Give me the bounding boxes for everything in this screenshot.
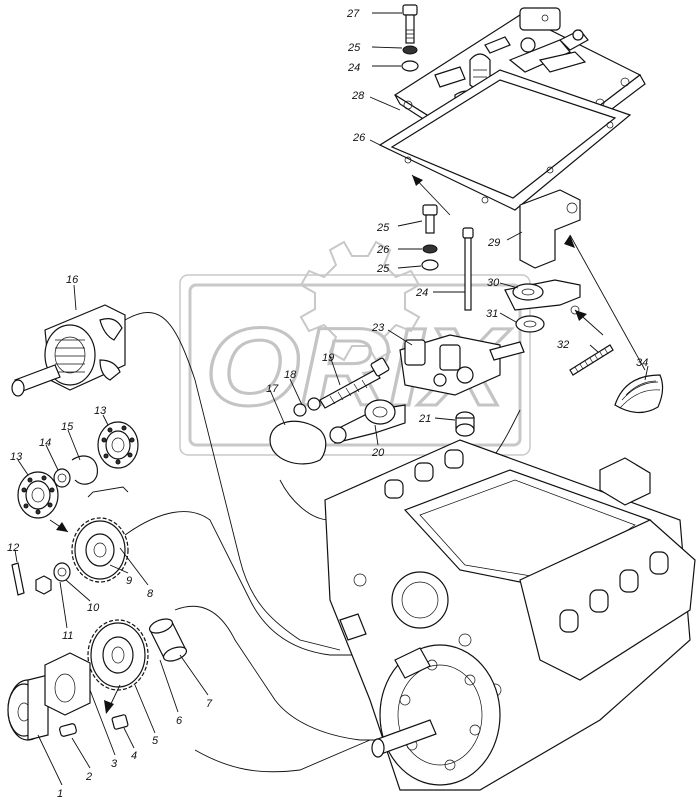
- key-4: [111, 714, 129, 730]
- washer-10: [53, 562, 71, 582]
- callout-29: 27: [346, 8, 360, 20]
- spring-33: [569, 344, 614, 376]
- washer-25-top: [402, 45, 418, 55]
- spring-34: [614, 374, 664, 414]
- rod-23: [462, 227, 474, 311]
- callout-24b: 25: [376, 263, 390, 275]
- cover-gasket: [378, 69, 632, 211]
- bearing-13-right: [97, 421, 139, 469]
- nut-11: [35, 575, 52, 595]
- arrow-34: [569, 234, 646, 371]
- callout-19: 19: [322, 352, 334, 364]
- callout-15: 15: [61, 421, 74, 433]
- washer-24-mid: [421, 259, 439, 271]
- bracket-30: [519, 189, 581, 269]
- gear-9: [71, 517, 129, 583]
- callout-1: 1: [57, 788, 63, 800]
- callout-13b: 13: [94, 405, 107, 417]
- callout-24a: 24: [347, 62, 360, 74]
- callout-4: 4: [131, 750, 137, 762]
- callout-27: 26: [352, 132, 366, 144]
- washer-32: [515, 315, 545, 333]
- callout-16: 16: [66, 274, 79, 286]
- gear-5: [87, 619, 149, 691]
- callout-7: 7: [206, 698, 213, 710]
- ring-15: [71, 455, 99, 485]
- sleeve-7: [148, 618, 188, 662]
- callout-20: 20: [371, 447, 385, 459]
- callout-8: 8: [147, 588, 154, 600]
- coupling-16: [11, 304, 126, 397]
- callout-33: 32: [557, 339, 569, 351]
- callout-6: 6: [176, 715, 183, 727]
- shaft-20: [329, 399, 406, 444]
- bolt-19: [319, 357, 390, 409]
- key-2: [59, 723, 77, 737]
- callout-25b: 26: [376, 244, 390, 256]
- callout-26: 25: [376, 222, 390, 234]
- callout-10: 10: [87, 602, 100, 614]
- callout-25a: 25: [347, 42, 361, 54]
- callout-21: 21: [418, 413, 431, 425]
- callout-9: 9: [126, 575, 132, 587]
- callout-labels: 27 25 24 28 26 25 26 25 24 29 30 31 32 3…: [7, 8, 648, 800]
- callout-2: 2: [85, 771, 92, 783]
- retaining-ring-17: [269, 420, 327, 465]
- callout-31: 30: [487, 277, 500, 289]
- drive-flange: [371, 644, 501, 786]
- callout-28: 28: [351, 90, 365, 102]
- bearing-13-left: [17, 471, 59, 519]
- callout-17: 17: [266, 383, 279, 395]
- callout-18: 18: [284, 369, 297, 381]
- callout-30: 29: [487, 237, 500, 249]
- callout-12: 12: [7, 542, 19, 554]
- callout-23: 24: [415, 287, 428, 299]
- washer-24-top: [401, 60, 419, 72]
- callout-22: 23: [371, 322, 385, 334]
- callout-13a: 13: [10, 451, 23, 463]
- callout-14: 14: [39, 437, 51, 449]
- housing-22: [399, 334, 525, 396]
- sleeve-21: [455, 411, 475, 437]
- bracket-gear-9: [87, 486, 129, 498]
- hub-3: [44, 652, 91, 716]
- pin-12: [11, 562, 25, 596]
- leader-lines: [14, 12, 649, 786]
- lever-31: [504, 279, 581, 315]
- washer-14: [53, 468, 71, 488]
- callout-34: 34: [636, 357, 648, 369]
- callout-11: 11: [62, 630, 73, 642]
- callout-5: 5: [152, 735, 159, 747]
- bolt-29: [402, 4, 418, 44]
- callout-3: 3: [111, 758, 118, 770]
- nuts-18: [293, 397, 321, 417]
- bolt-26: [422, 204, 438, 234]
- flange-1: [7, 674, 49, 741]
- washer-25-mid: [422, 244, 438, 254]
- callout-32: 31: [486, 308, 498, 320]
